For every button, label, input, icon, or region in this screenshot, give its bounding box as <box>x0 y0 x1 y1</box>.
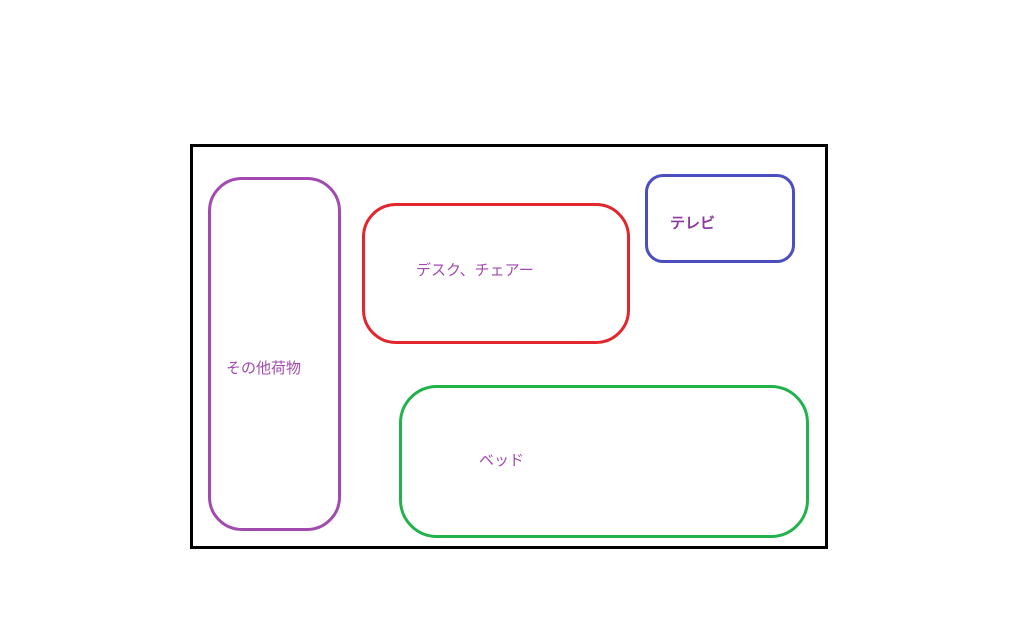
desk-chair-zone <box>362 203 630 344</box>
bed-label: ベッド <box>479 451 525 469</box>
tv-zone <box>645 174 795 263</box>
other-items-label: その他荷物 <box>226 359 302 377</box>
desk-chair-label: デスク、チェアー <box>416 261 534 279</box>
bed-zone <box>399 385 809 538</box>
tv-label: テレビ <box>670 214 716 232</box>
room-outline <box>190 144 828 549</box>
other-items-zone <box>208 177 341 531</box>
